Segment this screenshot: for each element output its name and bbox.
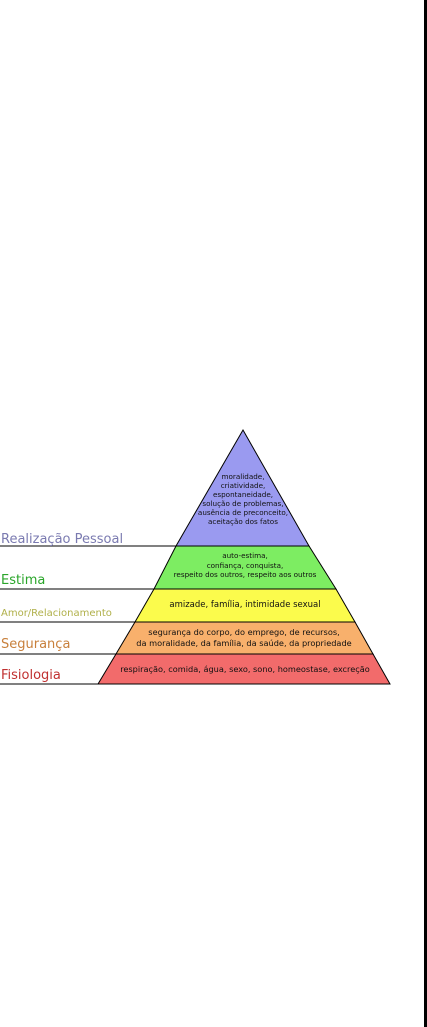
description-line: criatividade, (220, 481, 266, 490)
level-label-physiological: Fisiologia (1, 668, 61, 683)
description-line: moralidade, (221, 472, 265, 481)
description-line: solução de problemas, (202, 499, 284, 508)
level-label-love-belonging: Amor/Relacionamento (1, 608, 112, 619)
description-line: segurança do corpo, do emprego, de recur… (148, 627, 340, 637)
level-label-safety: Segurança (1, 637, 71, 652)
description-line: aceitação dos fatos (208, 517, 278, 526)
tier-description-safety: segurança do corpo, do emprego, de recur… (118, 627, 370, 648)
description-line: confiança, conquista, (206, 560, 284, 570)
tier-physiological (97, 653, 391, 685)
description-line: ausência de preconceito, (197, 508, 289, 517)
page-edge-divider (424, 0, 427, 1027)
description-line: da moralidade, da família, da saúde, da … (136, 637, 352, 648)
description-line: auto-estima, (222, 551, 268, 560)
description-line: espontaneidade, (212, 490, 274, 499)
description-line: respiração, comida, água, sexo, sono, ho… (120, 664, 370, 674)
tier-description-physiological: respiração, comida, água, sexo, sono, ho… (104, 664, 386, 674)
level-label-self-actualization: Realização Pessoal (1, 532, 124, 547)
description-line: amizade, família, intimidade sexual (169, 600, 321, 610)
tier-description-esteem: auto-estima, confiança, conquista, respe… (158, 551, 332, 580)
level-label-esteem: Estima (1, 573, 46, 588)
tier-description-love-belonging: amizade, família, intimidade sexual (140, 600, 350, 611)
description-line: respeito dos outros, respeito aos outros (173, 570, 317, 580)
tier-description-self-actualization: moralidade, criatividade, espontaneidade… (182, 472, 304, 526)
